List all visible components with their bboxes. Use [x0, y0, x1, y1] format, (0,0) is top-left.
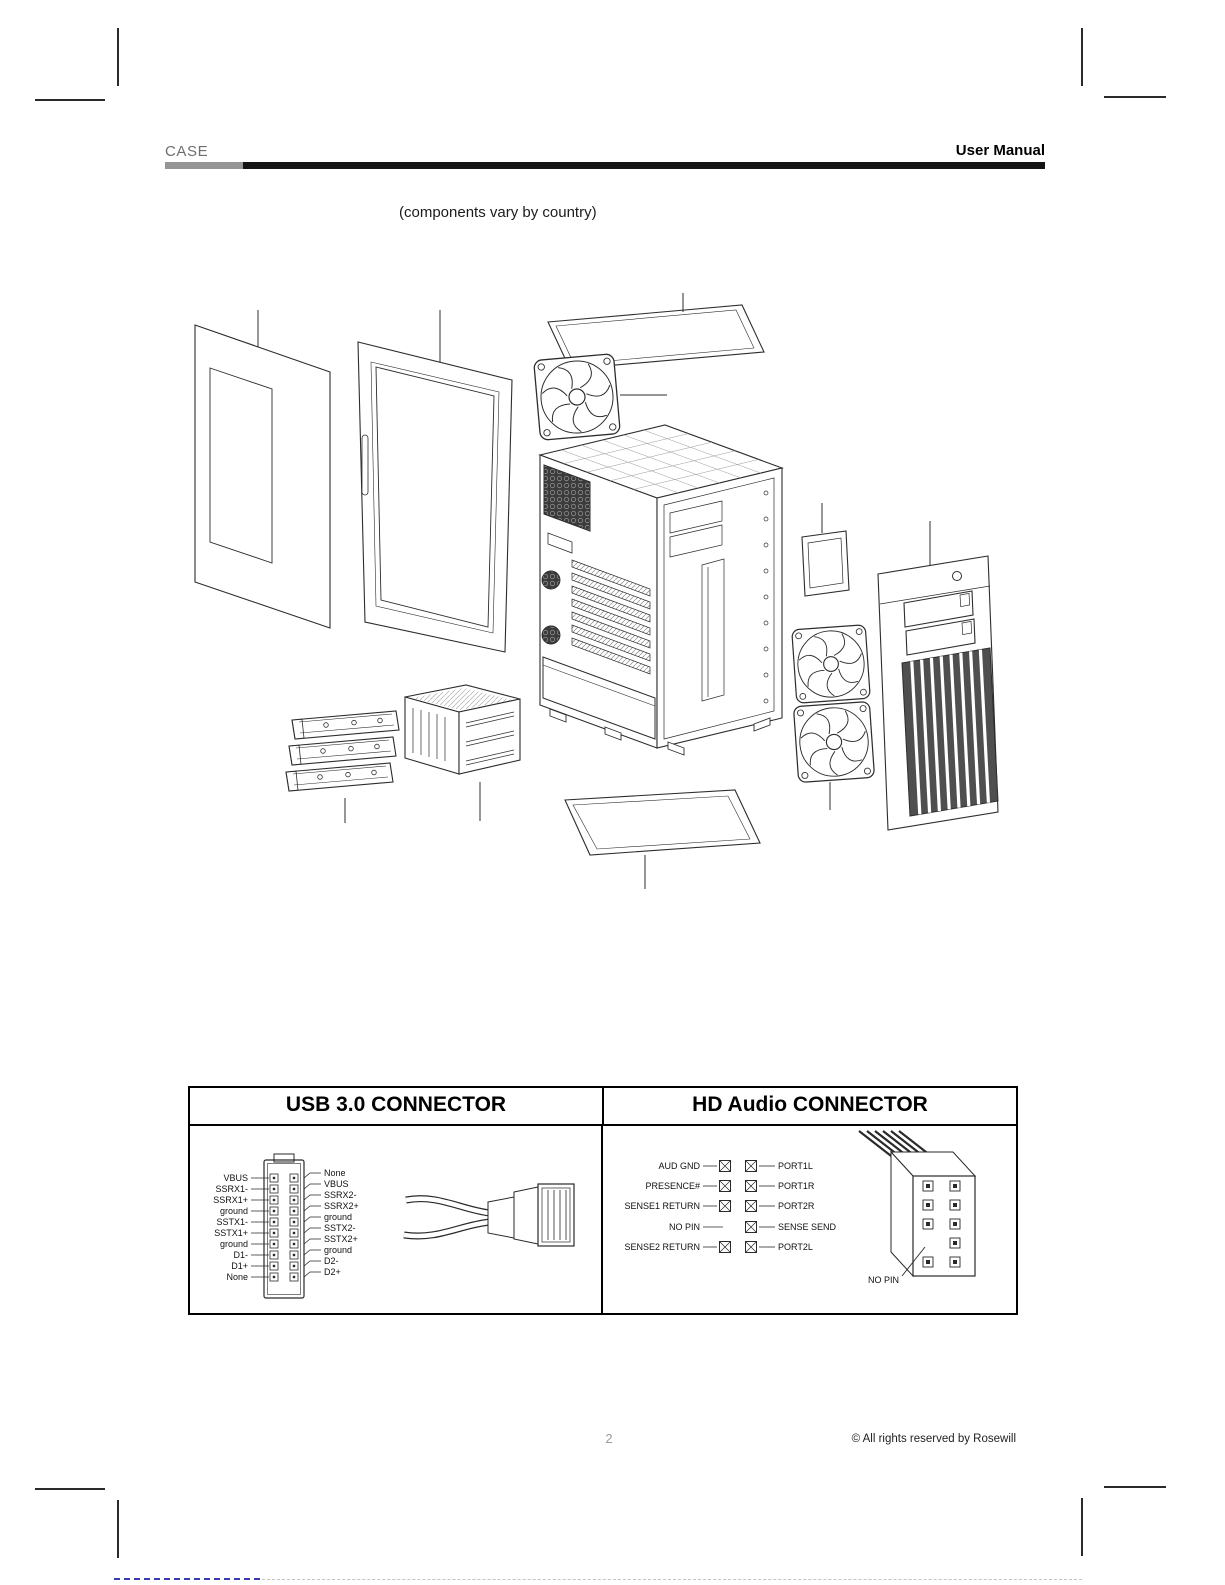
usb-pin-label: SSTX2+	[324, 1234, 358, 1244]
hd-audio-pin-label: PRESENCE#	[645, 1181, 700, 1191]
hd-audio-pinout-diagram: AUD GND PRESENCE# SENSE1 RETURN NO PIN S…	[624, 1130, 977, 1285]
usb-pin-label: SSRX1-	[215, 1184, 248, 1194]
usb-pin-label: SSRX2+	[324, 1201, 359, 1211]
top-vent-mesh	[561, 429, 761, 494]
usb-pin-label: ground	[324, 1212, 352, 1222]
usb-pins	[269, 1173, 299, 1282]
drive-cage	[404, 684, 521, 775]
hd-audio-leader-lines	[703, 1165, 775, 1248]
top-fan	[533, 353, 621, 441]
psu-bay	[542, 656, 656, 740]
drive-tray-2	[288, 736, 397, 766]
bottom-dust-filter	[564, 789, 761, 856]
scan-artifact-line	[114, 1578, 260, 1580]
accessory-cover	[801, 530, 850, 597]
front-vent-grille	[901, 647, 999, 817]
panel-latch	[361, 434, 369, 496]
usb-pin-label: SSTX2-	[324, 1223, 356, 1233]
hd-audio-pin-label: SENSE SEND	[778, 1222, 837, 1232]
hd-audio-pin-label: PORT1R	[778, 1181, 815, 1191]
drive-bay-cover-2	[905, 618, 976, 656]
front-panel	[877, 555, 999, 831]
front-fan-lower	[792, 700, 876, 784]
drive-tray-3	[285, 762, 394, 792]
connector-table-header: USB 3.0 CONNECTOR HD Audio CONNECTOR	[190, 1088, 1016, 1126]
usb-header-connector	[263, 1153, 305, 1299]
hd-audio-pin-label: PORT2R	[778, 1201, 815, 1211]
page-number: 2	[605, 1431, 613, 1446]
usb-plug-illustration	[403, 1183, 575, 1247]
header-rule	[165, 162, 1045, 169]
chassis	[538, 424, 784, 756]
crop-mark-top-right-v	[1081, 28, 1083, 86]
hd-audio-pin-label: SENSE2 RETURN	[624, 1242, 700, 1252]
usb-pin-label: VBUS	[324, 1179, 349, 1189]
drive-bay-cover-1	[903, 590, 974, 628]
hd-audio-pin-label: AUD GND	[658, 1161, 700, 1171]
usb-pin-label: D2+	[324, 1267, 341, 1277]
front-fan-upper	[791, 624, 871, 704]
crop-mark-top-left-v	[117, 28, 119, 86]
hd-audio-pin-label: PORT1L	[778, 1161, 813, 1171]
usb-pin-label: SSRX2-	[324, 1190, 357, 1200]
scan-artifact-line-faint	[262, 1579, 1082, 1580]
usb-connector-cell: VBUS SSRX1- SSRX1+ ground SSTX1- SSTX1+ …	[190, 1126, 603, 1313]
usb-pin-label: SSTX1+	[214, 1228, 248, 1238]
crop-mark-top-right-h	[1104, 96, 1166, 98]
components-note: (components vary by country)	[399, 204, 597, 221]
windowed-side-panel	[357, 341, 513, 653]
usb-pin-label: None	[324, 1168, 346, 1178]
case-feet	[549, 708, 771, 756]
hd-audio-pin-label: SENSE1 RETURN	[624, 1201, 700, 1211]
connector-table-body: VBUS SSRX1- SSRX1+ ground SSTX1- SSTX1+ …	[190, 1126, 1016, 1313]
usb-pinout-diagram: VBUS SSRX1- SSRX1+ ground SSTX1- SSTX1+ …	[213, 1153, 575, 1299]
crop-mark-bottom-right-h	[1104, 1486, 1166, 1488]
interior-frame	[663, 477, 775, 740]
crop-mark-bottom-right-v	[1081, 1498, 1083, 1556]
header-doc-type: CASE	[165, 143, 209, 160]
usb-pin-label: D2-	[324, 1256, 339, 1266]
copyright-notice: © All rights reserved by Rosewill	[851, 1433, 1016, 1445]
drive-trays	[285, 710, 400, 792]
no-pin-callout: NO PIN	[868, 1275, 899, 1285]
crop-mark-bottom-left-v	[117, 1500, 119, 1558]
hd-audio-pin-label: NO PIN	[669, 1222, 700, 1232]
leader-lines	[257, 293, 931, 889]
usb-pin-label: D1+	[231, 1261, 248, 1271]
hd-audio-pin-boxes	[719, 1160, 757, 1253]
rear-io-opening	[547, 532, 573, 554]
usb-pin-label: SSRX1+	[213, 1195, 248, 1205]
usb-pin-label: None	[226, 1272, 248, 1282]
usb-connector-title: USB 3.0 CONNECTOR	[190, 1088, 604, 1124]
top-dust-filter	[547, 304, 765, 370]
header-title: User Manual	[955, 142, 1045, 159]
hd-audio-connector-title: HD Audio CONNECTOR	[692, 1093, 928, 1116]
usb-pin-label: ground	[324, 1245, 352, 1255]
hd-audio-connector-cell: AUD GND PRESENCE# SENSE1 RETURN NO PIN S…	[603, 1126, 1016, 1313]
usb-pin-label: ground	[220, 1239, 248, 1249]
hd-audio-header-illustration	[858, 1130, 977, 1278]
usb-pin-label: VBUS	[223, 1173, 248, 1183]
crop-mark-top-left-h	[35, 99, 105, 101]
power-button	[952, 571, 962, 581]
hd-audio-pin-label: PORT2L	[778, 1242, 813, 1252]
expansion-slot-covers	[571, 559, 651, 675]
exploded-view-diagram	[194, 293, 999, 889]
usb-pin-label: SSTX1-	[216, 1217, 248, 1227]
usb-pin-label: D1-	[233, 1250, 248, 1260]
left-side-panel	[194, 324, 331, 629]
usb-pin-label: ground	[220, 1206, 248, 1216]
usb-leader-lines	[251, 1172, 321, 1278]
drive-tray-1	[291, 710, 400, 740]
connector-table: USB 3.0 CONNECTOR HD Audio CONNECTOR	[188, 1086, 1018, 1315]
rear-fan-vent	[543, 464, 591, 532]
crop-mark-bottom-left-h	[35, 1488, 105, 1490]
